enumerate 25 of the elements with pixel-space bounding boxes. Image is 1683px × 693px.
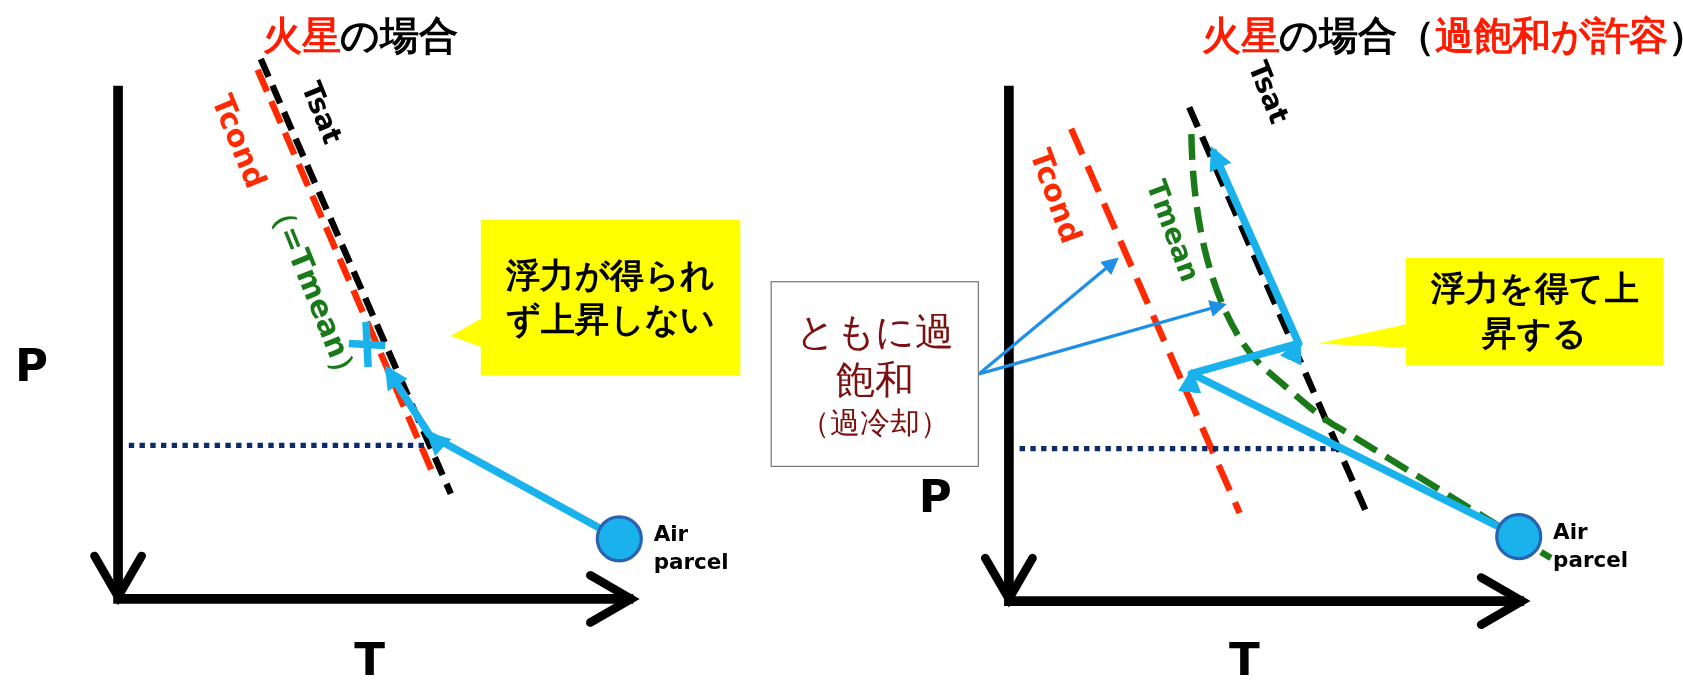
title-text: の場合（ xyxy=(1279,15,1435,58)
title-text: ） xyxy=(1667,15,1683,58)
axis-label: T xyxy=(1228,635,1260,685)
line-label: Tmean xyxy=(1140,175,1206,286)
axis-label: T xyxy=(354,635,385,685)
title-text: 火星 xyxy=(1202,15,1280,58)
line-label: Tsat xyxy=(295,77,349,149)
parcel-label: Air parcel xyxy=(1553,517,1630,574)
note-text: ともに過飽和 xyxy=(794,308,955,404)
line-label: Tsat xyxy=(1242,56,1295,128)
title-text: 過飽和が許容 xyxy=(1435,15,1668,58)
note-text: （過冷却） xyxy=(799,403,950,442)
title-text: の場合 xyxy=(340,15,458,58)
title-text: 火星 xyxy=(262,15,341,58)
trajectory-arrow xyxy=(1178,146,1500,530)
leader-line xyxy=(978,300,1227,376)
note-box xyxy=(770,281,979,467)
speech-callout xyxy=(450,220,741,376)
axis-label: P xyxy=(15,341,49,391)
callout-text: 浮力が得られず上昇しない xyxy=(504,253,717,342)
trajectory-arrow xyxy=(384,365,601,531)
speech-callout xyxy=(1318,257,1664,365)
axis-label: P xyxy=(918,472,952,522)
parcel-label: Air parcel xyxy=(653,519,730,576)
callout-text: 浮力を得て上昇する xyxy=(1429,266,1640,356)
